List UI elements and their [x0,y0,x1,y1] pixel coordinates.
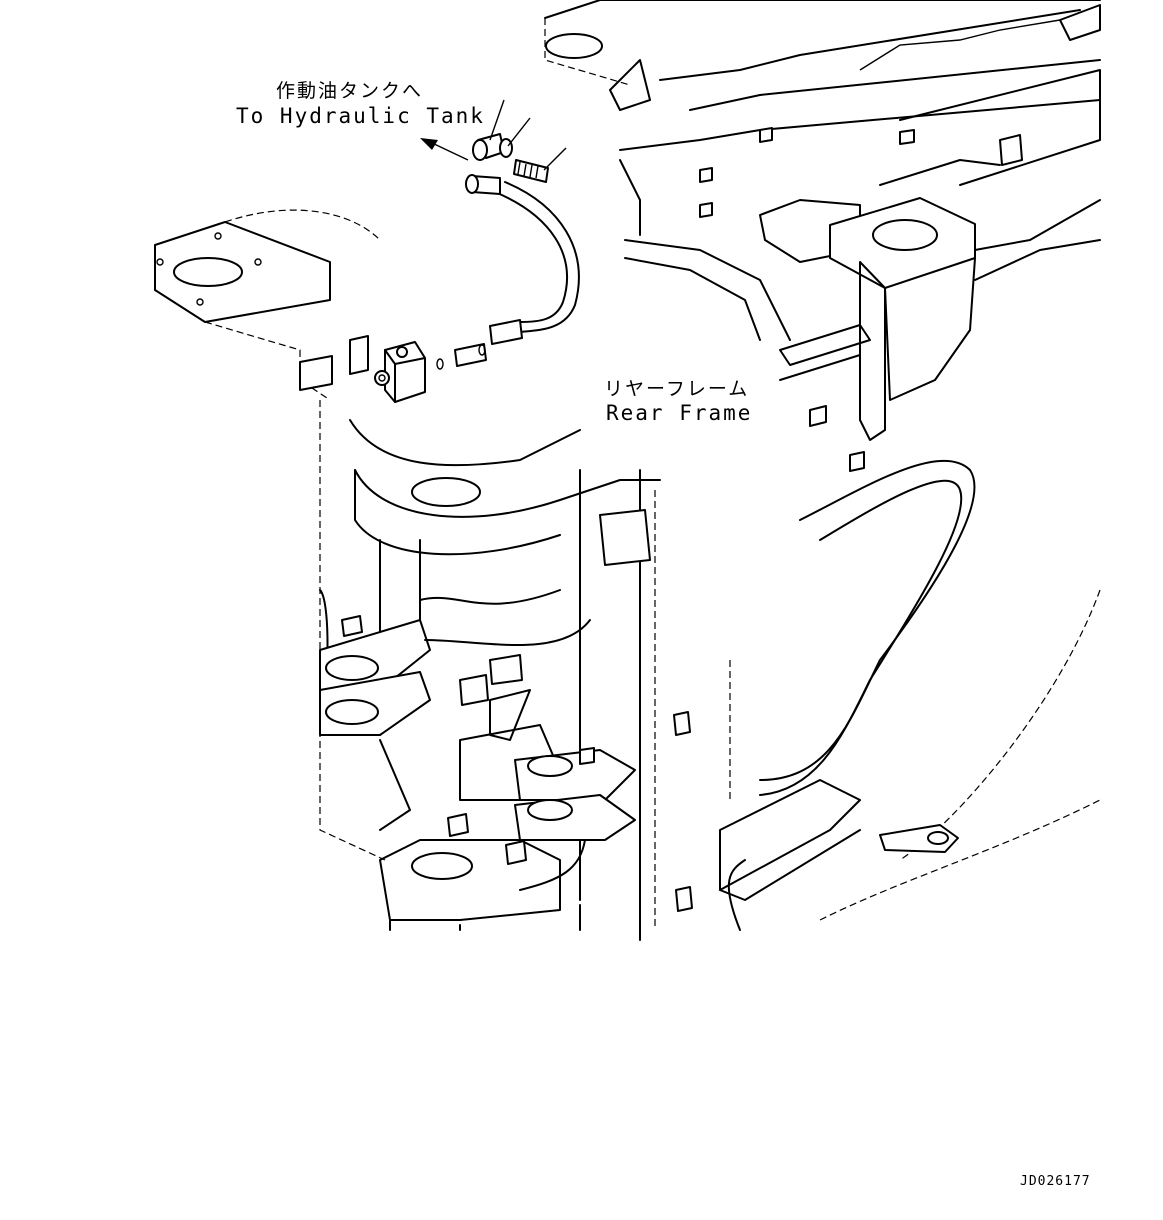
rear-frame-label-en: Rear Frame [606,401,753,425]
valve-block [299,335,426,403]
rear-frame-label-jp: リヤーフレーム [604,378,750,400]
rear-frame-upper [544,0,1101,441]
upper-mount-plate [154,209,381,401]
hydraulic-hose [436,174,580,370]
fitting-parts [472,99,567,183]
rear-frame-body [719,459,1101,931]
arrow-left-icon [420,138,469,161]
tank-label-en: To Hydraulic Tank [236,104,485,128]
drawing-code: JD026177 [1020,1174,1091,1189]
tank-label-jp: 作動油タンクへ [276,80,424,102]
rear-frame-lower [319,400,865,941]
